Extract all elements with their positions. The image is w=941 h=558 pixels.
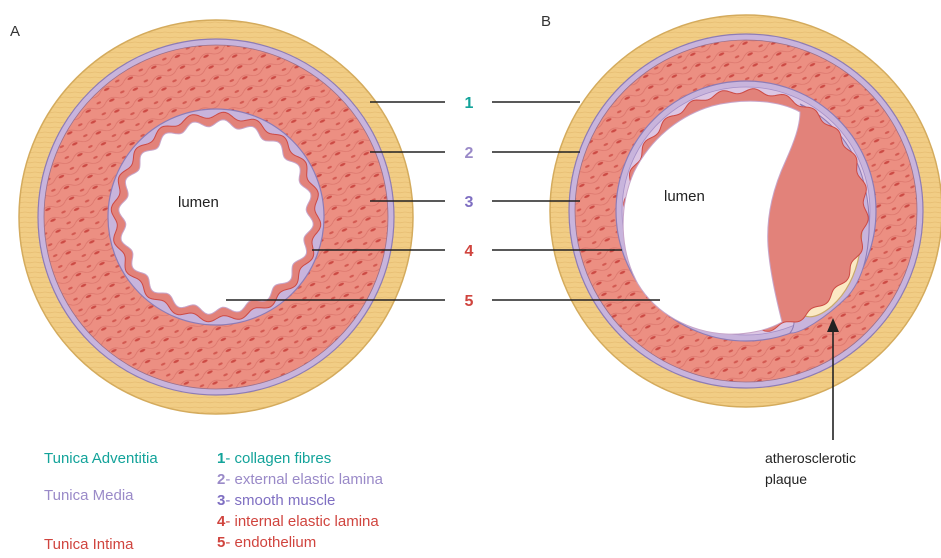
legend-tunica-adventitia: Tunica Adventitia (44, 448, 158, 469)
key-item-3: 3- smooth muscle (217, 490, 383, 511)
key-text-2: - external elastic lamina (225, 471, 383, 488)
plaque-label-line-2: plaque (765, 471, 807, 487)
panel-a-lumen-label: lumen (178, 194, 219, 211)
panel-a: A lumen (10, 20, 413, 414)
key-item-4: 4- internal elastic lamina (217, 511, 383, 532)
key-item-2: 2- external elastic lamina (217, 469, 383, 490)
key-text-4: - internal elastic lamina (225, 513, 378, 530)
key-text-1: - collagen fibres (225, 450, 331, 467)
numbered-key: 1- collagen fibres 2- external elastic l… (217, 448, 383, 553)
plaque-label-line-1: atherosclerotic (765, 450, 856, 466)
legend-tunica-intima: Tunica Intima (44, 534, 133, 555)
callout-number-4: 4 (465, 243, 474, 260)
callout-number-1: 1 (465, 95, 474, 112)
panel-b-letter: B (541, 13, 551, 30)
panel-b-lumen-label: lumen (664, 188, 705, 205)
key-item-1: 1- collagen fibres (217, 448, 383, 469)
callout-number-2: 2 (465, 145, 474, 162)
key-text-3: - smooth muscle (225, 492, 335, 509)
panel-b: B lumen (541, 13, 941, 407)
callout-number-5: 5 (465, 293, 474, 310)
key-text-5: - endothelium (225, 534, 316, 551)
panel-a-letter: A (10, 23, 20, 40)
layer-legend: Tunica Adventitia Tunica Media Tunica In… (44, 448, 214, 556)
legend-tunica-media: Tunica Media (44, 485, 134, 506)
key-item-5: 5- endothelium (217, 532, 383, 553)
callout-number-3: 3 (465, 194, 474, 211)
